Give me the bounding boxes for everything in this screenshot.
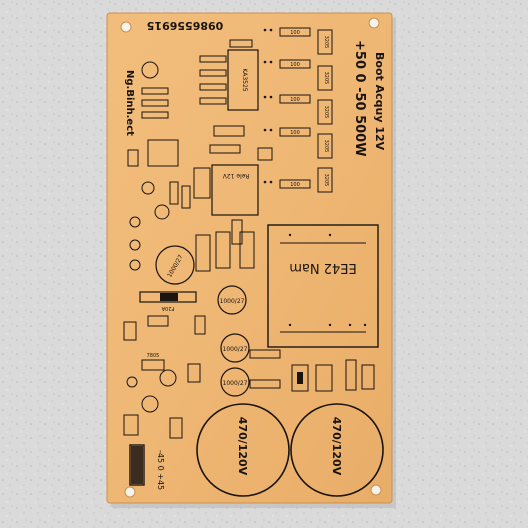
capacitor-label: 1000/27	[223, 346, 248, 353]
mounting-hole	[124, 486, 136, 498]
big-capacitor-label: 470/120V	[330, 417, 343, 476]
mounting-hole	[120, 21, 132, 33]
resistor-column: 100 100 100 100 100	[279, 27, 311, 189]
rail-label: -45 0 +45	[156, 450, 165, 490]
relay-label: Rele 12V	[222, 172, 249, 179]
ic-footprint	[227, 49, 259, 111]
relay-footprint	[211, 164, 259, 216]
mosfet-column: 3205 3205 3205 3205 3205	[317, 29, 333, 193]
capacitor-label: 1000/27	[223, 380, 248, 387]
solder-pads	[263, 28, 367, 327]
mosfet-label: 3205	[323, 106, 329, 119]
mosfet-label: 3205	[323, 140, 329, 153]
pcb-board	[106, 12, 393, 504]
author-label: Ng.Binh.ect	[124, 70, 135, 136]
mosfet-label: 3205	[323, 72, 329, 85]
capacitor-1000uf	[217, 285, 247, 315]
transformer-footprint	[267, 224, 379, 348]
capacitor-1000uf	[155, 245, 195, 285]
regulator-footprint	[141, 359, 165, 371]
resistor-label: 100	[290, 97, 300, 103]
title-line1: Boot Acquy 12V	[373, 52, 386, 151]
regulator-label: 7805	[147, 353, 160, 359]
lower-left-parts	[123, 315, 375, 439]
mounting-hole	[370, 484, 382, 496]
fuse-label: F20A	[161, 305, 174, 311]
big-capacitor-right	[290, 403, 384, 497]
capacitor-1000uf	[220, 333, 250, 363]
small-components	[127, 39, 273, 271]
phone-number: 0986556915	[147, 19, 224, 32]
mid-resistors	[195, 219, 255, 272]
big-capacitor-label: 470/120V	[236, 417, 249, 476]
resistor-label: 100	[290, 130, 300, 136]
mounting-hole	[368, 17, 380, 29]
resistor-label: 100	[290, 182, 300, 188]
title-line2: +50 0 -50 500W	[352, 40, 367, 157]
capacitor-1000uf	[220, 367, 250, 397]
transformer-label: EE42 Nam	[289, 260, 356, 275]
resistor-label: 100	[290, 62, 300, 68]
fuse-footprint	[139, 291, 197, 303]
big-capacitor-left	[196, 403, 290, 497]
resistor-label: 100	[290, 30, 300, 36]
capacitor-label: 1000/27	[220, 298, 245, 305]
ic-label: KA3525	[241, 68, 248, 91]
output-terminal	[129, 444, 145, 486]
mosfet-label: 3205	[323, 174, 329, 187]
mosfet-label: 3205	[323, 36, 329, 49]
